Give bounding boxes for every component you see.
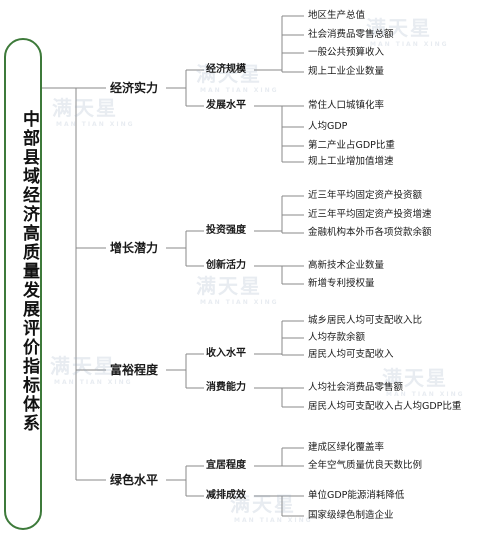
category-label: 经济实力	[110, 81, 159, 95]
indicator-label: 高新技术企业数量	[308, 260, 385, 271]
category-label: 富裕程度	[110, 363, 159, 377]
subcategory-label: 消费能力	[206, 382, 246, 393]
indicator-label: 地区生产总值	[308, 10, 366, 21]
indicator-label: 人均存款余额	[308, 332, 366, 343]
subcategory-label: 经济规模	[206, 64, 246, 75]
category-label: 增长潜力	[110, 241, 159, 255]
indicator-label: 常住人口城镇化率	[308, 100, 385, 111]
category-label: 绿色水平	[110, 473, 159, 487]
indicator-label: 居民人均可支配收入	[308, 349, 394, 360]
indicator-label: 新增专利授权量	[308, 278, 375, 289]
indicator-label: 金融机构本外币各项贷款余额	[308, 227, 432, 238]
root-title: 中部县域经济高质量发展评价指标体系	[19, 110, 39, 433]
indicator-label: 国家级绿色制造企业	[308, 510, 394, 521]
subcategory-label: 创新活力	[206, 260, 246, 271]
indicator-label: 人均GDP	[308, 121, 348, 132]
indicator-label: 全年空气质量优良天数比例	[308, 460, 423, 471]
indicator-label: 城乡居民人均可支配收入比	[308, 315, 423, 326]
indicator-label: 社会消费品零售总额	[308, 29, 394, 40]
subcategory-label: 宜居程度	[206, 460, 246, 471]
indicator-label: 建成区绿化覆盖率	[308, 442, 385, 453]
root-node: 中部县域经济高质量发展评价指标体系	[4, 38, 42, 530]
subcategory-label: 发展水平	[206, 100, 246, 111]
subcategory-label: 减排成效	[206, 490, 246, 501]
subcategory-label: 投资强度	[206, 225, 246, 236]
indicator-label: 居民人均可支配收入占人均GDP比重	[308, 401, 462, 412]
indicator-label: 人均社会消费品零售额	[308, 382, 404, 393]
indicator-label: 第二产业占GDP比重	[308, 140, 395, 151]
indicator-label: 规上工业企业数量	[308, 66, 385, 77]
indicator-label: 一般公共预算收入	[308, 47, 385, 58]
indicator-label: 单位GDP能源消耗降低	[308, 490, 405, 501]
subcategory-label: 收入水平	[206, 348, 246, 359]
indicator-label: 近三年平均固定资产投资增速	[308, 209, 432, 220]
indicator-label: 近三年平均固定资产投资额	[308, 190, 423, 201]
indicator-label: 规上工业增加值增速	[308, 156, 394, 167]
